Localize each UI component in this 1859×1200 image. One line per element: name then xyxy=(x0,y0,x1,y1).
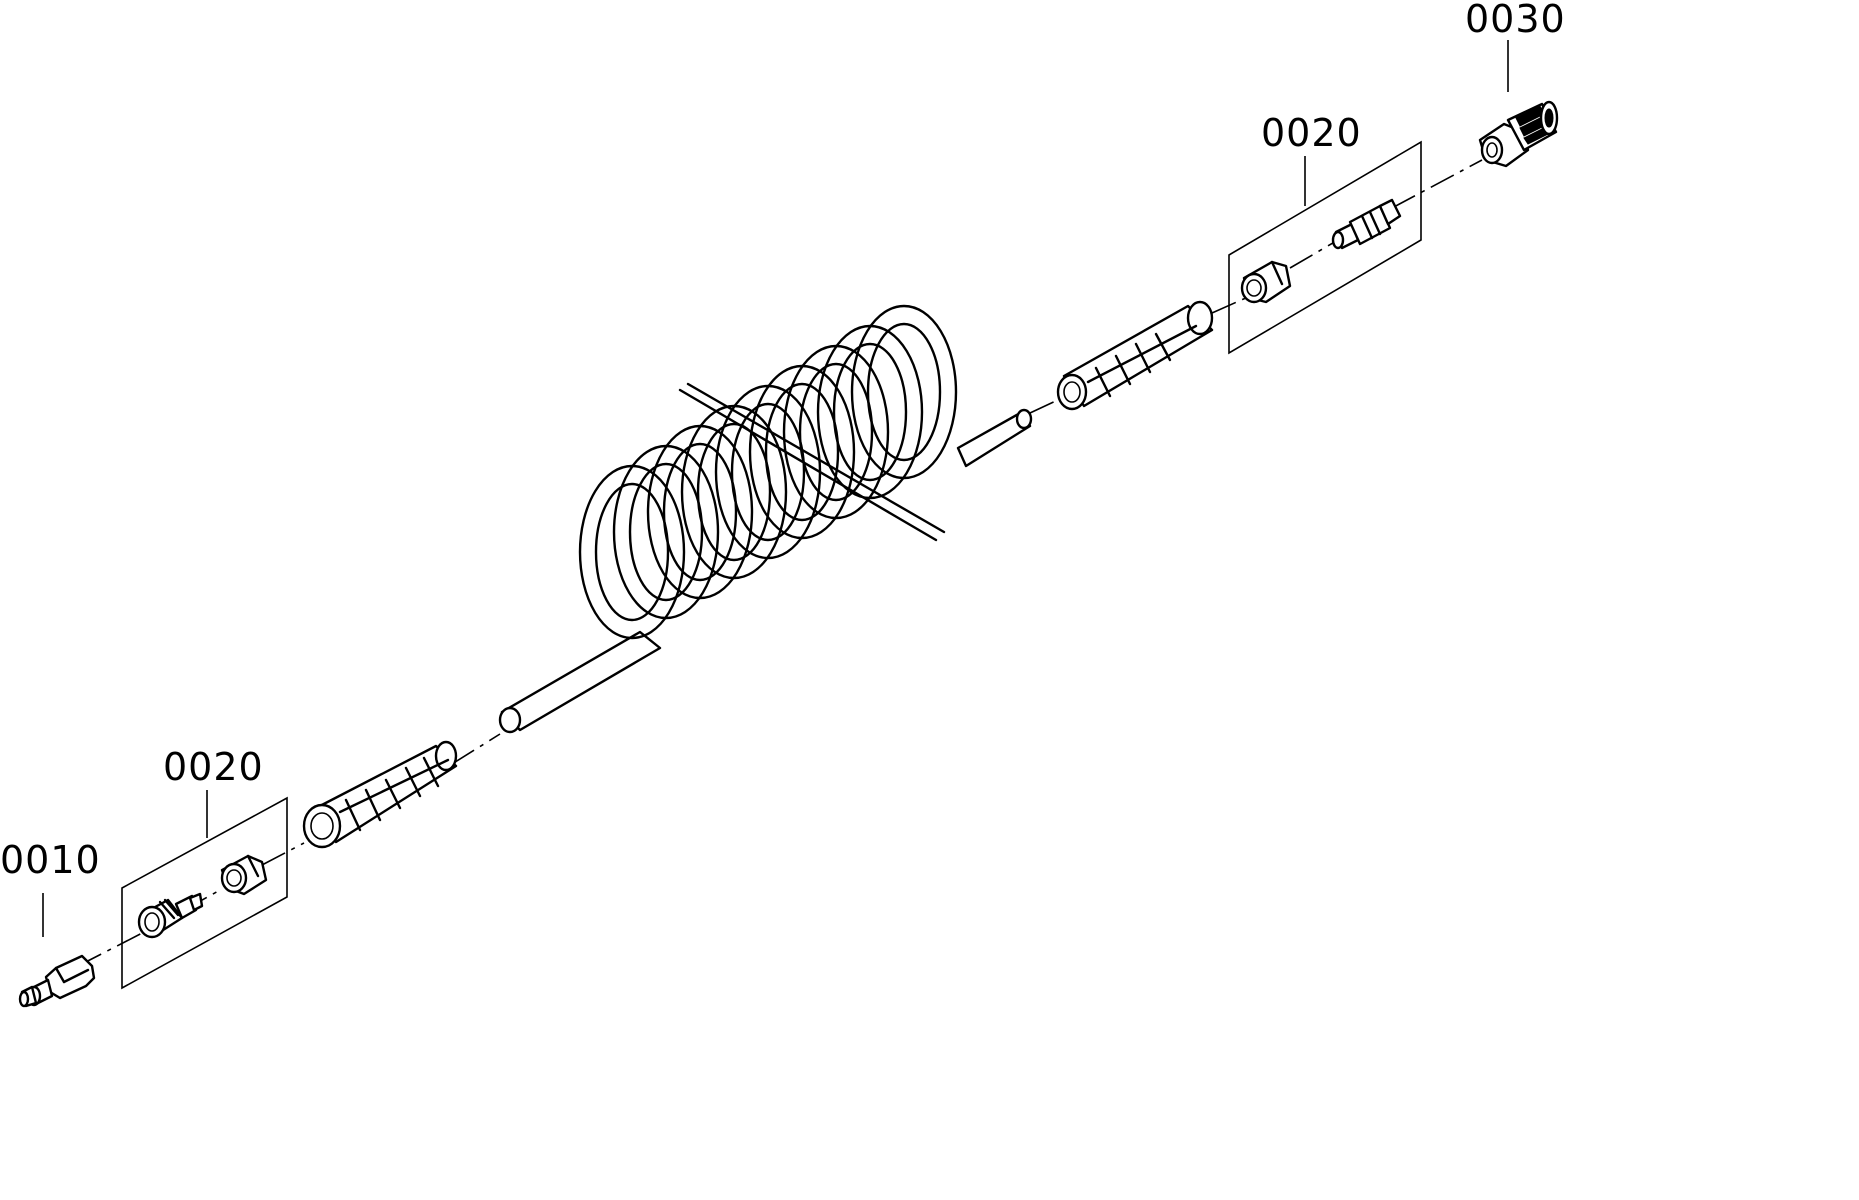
hose-barb-nipple-right-icon[interactable] xyxy=(1331,198,1402,250)
female-quick-coupler-icon[interactable] xyxy=(1478,100,1559,168)
hose-nut-left-icon[interactable] xyxy=(220,854,268,896)
callout-label-0030[interactable]: 0030 xyxy=(1465,0,1566,41)
hose-barb-nipple-left-icon[interactable] xyxy=(137,892,204,939)
hose-sleeve-left-icon[interactable] xyxy=(302,740,458,849)
male-plug-fitting-icon[interactable] xyxy=(18,954,96,1008)
hose-sleeve-right-icon[interactable] xyxy=(1056,300,1214,411)
coiled-hose-icon[interactable] xyxy=(498,304,1033,734)
kit-box-right[interactable] xyxy=(1228,140,1422,355)
center-axis-lines xyxy=(77,159,1483,967)
hose-nut-right-icon[interactable] xyxy=(1240,260,1292,304)
callout-label-0020-right[interactable]: 0020 xyxy=(1261,111,1362,155)
kit-box-left[interactable] xyxy=(121,796,288,990)
callout-label-0020-left[interactable]: 0020 xyxy=(163,745,264,789)
callout-label-0010[interactable]: 0010 xyxy=(0,838,101,882)
callout-leaders xyxy=(42,40,1509,937)
